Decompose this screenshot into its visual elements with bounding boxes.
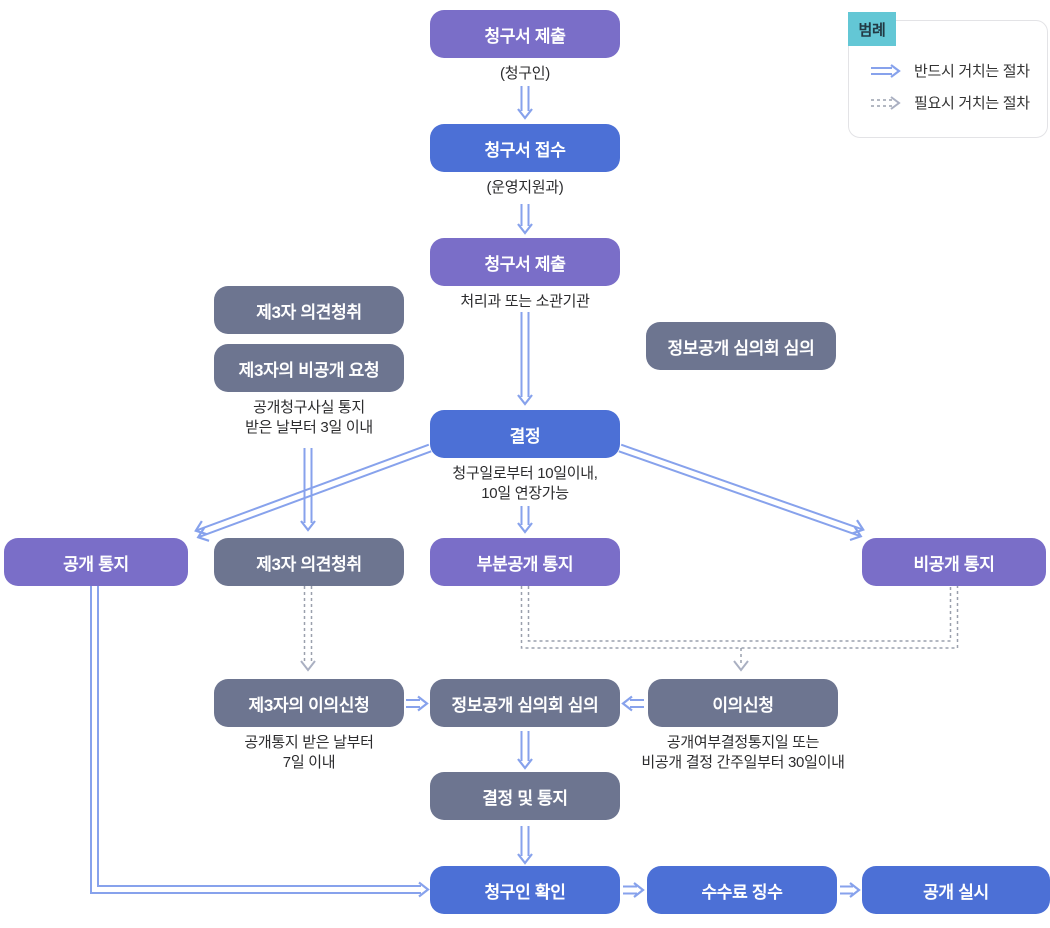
- node-third-party-hearing-mid: 제3자 의견청취: [214, 538, 404, 586]
- arrow-decision-to-disclosure-icon: [194, 443, 432, 542]
- node-nondisclosure-notice: 비공개 통지: [862, 538, 1046, 586]
- legend-item-mandatory-label: 반드시 거치는 절차: [914, 63, 1030, 80]
- arrow-submit-to-receive-icon: [517, 86, 533, 120]
- arrow-disclosure-to-confirmation-icon: [90, 586, 430, 898]
- arrow-forward-to-decision-icon: [517, 312, 533, 406]
- legend-title: 범례: [848, 12, 896, 46]
- legend-item-optional-label: 필요시 거치는 절차: [914, 95, 1030, 112]
- node-third-party-objection: 제3자의 이의신청: [214, 679, 404, 727]
- node-objection: 이의신청: [648, 679, 838, 727]
- caption-forward-request: 처리과 또는 소관기관: [460, 293, 590, 310]
- node-receive-request: 청구서 접수: [430, 124, 620, 172]
- node-disclosure-notice: 공개 통지: [4, 538, 188, 586]
- dashed-double-arrow-icon: [871, 95, 901, 110]
- legend-item-optional: 필요시 거치는 절차: [868, 92, 1030, 113]
- node-submit-request: 청구서 제출: [430, 10, 620, 58]
- node-forward-request: 청구서 제출: [430, 238, 620, 286]
- arrow-objection-to-committee-icon: [621, 695, 644, 712]
- arrow-committee-to-decision-notice-icon: [517, 731, 533, 770]
- arrow-confirmation-to-fee-icon: [623, 882, 645, 898]
- node-decision: 결정: [430, 410, 620, 458]
- node-requester-confirmation: 청구인 확인: [430, 866, 620, 914]
- caption-third-party-objection: 공개통지 받은 날부터 7일 이내: [244, 734, 374, 771]
- arrow-hearing-to-thirdparty-objection-dashed-icon: [300, 586, 316, 672]
- node-third-party-private-request: 제3자의 비공개 요청: [214, 344, 404, 392]
- arrow-thirdparty-request-to-hearing-icon: [300, 448, 316, 532]
- arrow-decision-to-nondisclosure-icon: [618, 443, 865, 542]
- node-decision-and-notice: 결정 및 통지: [430, 772, 620, 820]
- node-committee-review-top: 정보공개 심의회 심의: [646, 322, 836, 370]
- node-third-party-hearing-top: 제3자 의견청취: [214, 286, 404, 334]
- node-partial-disclosure-notice: 부분공개 통지: [430, 538, 620, 586]
- solid-double-arrow-icon: [871, 63, 901, 78]
- node-disclosure-execution: 공개 실시: [862, 866, 1050, 914]
- caption-third-party-private-request: 공개청구사실 통지 받은 날부터 3일 이내: [245, 399, 373, 436]
- caption-decision: 청구일로부터 10일이내, 10일 연장가능: [452, 465, 598, 502]
- arrow-receive-to-forward-icon: [517, 204, 533, 235]
- caption-objection: 공개여부결정통지일 또는 비공개 결정 간주일부터 30일이내: [641, 734, 845, 771]
- arrow-fee-to-execution-icon: [840, 882, 861, 898]
- arrow-decision-notice-to-confirmation-icon: [517, 826, 533, 865]
- legend-item-mandatory: 반드시 거치는 절차: [868, 60, 1030, 81]
- arrow-decision-to-partial-icon: [517, 506, 533, 534]
- node-committee-review-mid: 정보공개 심의회 심의: [430, 679, 620, 727]
- arrow-notices-to-objection-dashed-icon: [520, 586, 959, 672]
- caption-submit-request: (청구인): [500, 65, 550, 82]
- node-fee-collection: 수수료 징수: [647, 866, 837, 914]
- caption-receive-request: (운영지원과): [486, 179, 564, 196]
- arrow-thirdparty-objection-to-committee-icon: [406, 695, 429, 712]
